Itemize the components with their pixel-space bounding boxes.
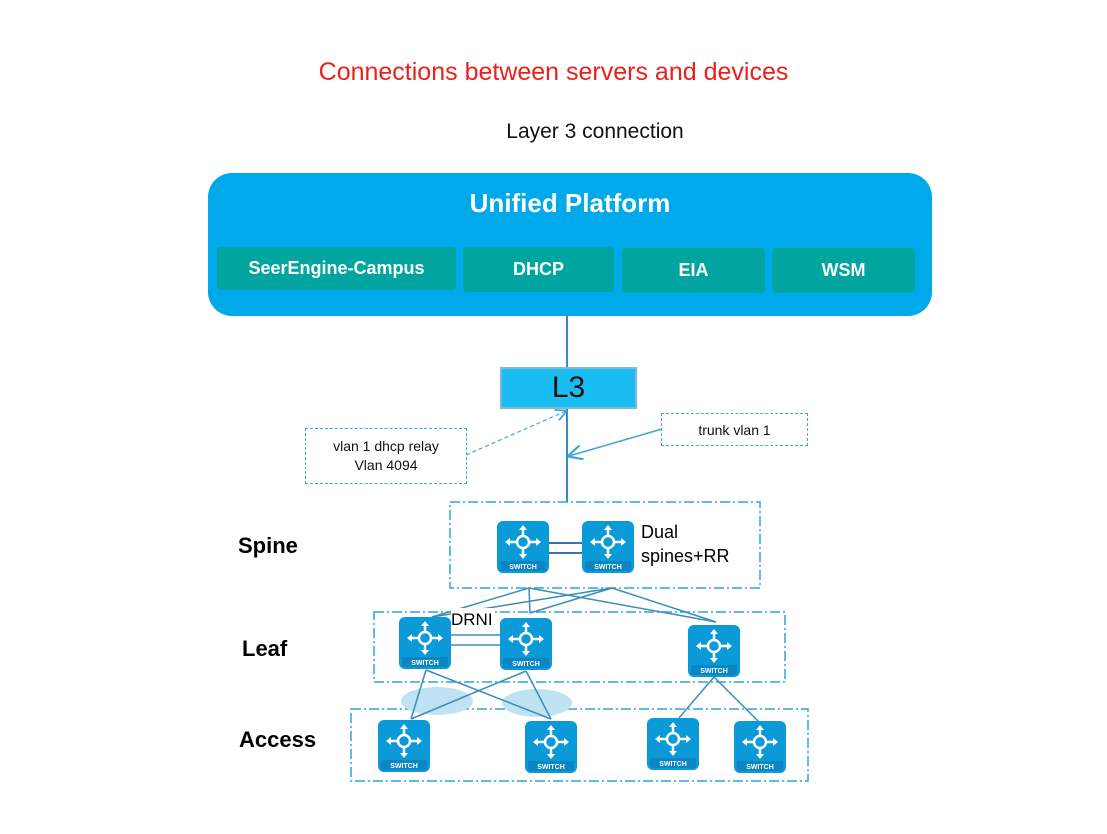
dual-spines-note: Dual spines+RR [641, 520, 730, 568]
module-dhcp: DHCP [463, 247, 614, 292]
layer-label-access: Access [239, 727, 317, 752]
callout-vlan-line2: Vlan 4094 [354, 457, 418, 473]
callout-trunk: trunk vlan 1 [661, 413, 808, 446]
leaf-group-box [373, 611, 786, 683]
access-switch-3 [645, 716, 701, 772]
leaf-switch-3 [686, 623, 742, 679]
dual-note-line1: Dual [641, 522, 679, 542]
drni-label: DRNI [451, 608, 493, 632]
callout-vlan-line1: vlan 1 dhcp relay [333, 438, 439, 454]
platform-title: Unified Platform [469, 188, 671, 218]
spine-switch-1 [495, 519, 551, 575]
layer-label-spine: Spine [238, 533, 298, 558]
leaf-switch-2 [498, 616, 554, 672]
l3-router-box: L3 [500, 367, 637, 409]
module-wsm: WSM [772, 248, 915, 293]
drni-group-ellipse-left [401, 687, 473, 715]
access-switch-4 [732, 719, 788, 775]
callout-trunk-text: trunk vlan 1 [698, 422, 771, 438]
dual-note-line2: spines+RR [641, 546, 730, 566]
diagram-title: Connections between servers and devices [318, 58, 789, 86]
layer-label-leaf: Leaf [242, 636, 288, 661]
leaf-switch-1 [397, 615, 453, 671]
callout-vlan-arrow [465, 411, 566, 456]
drni-group-ellipse-right [502, 689, 572, 717]
access-group-box [350, 708, 809, 782]
module-eia: EIA [622, 248, 765, 293]
module-seerengine-campus: SeerEngine-Campus [217, 247, 456, 290]
spine-switch-2 [580, 519, 636, 575]
callout-vlan-relay: vlan 1 dhcp relay Vlan 4094 [305, 428, 467, 484]
access-switch-1 [376, 718, 432, 774]
diagram-subtitle: Layer 3 connection [506, 120, 684, 143]
leaf-access-links [410, 669, 759, 722]
callout-trunk-arrow [569, 428, 663, 456]
access-switch-2 [523, 719, 579, 775]
